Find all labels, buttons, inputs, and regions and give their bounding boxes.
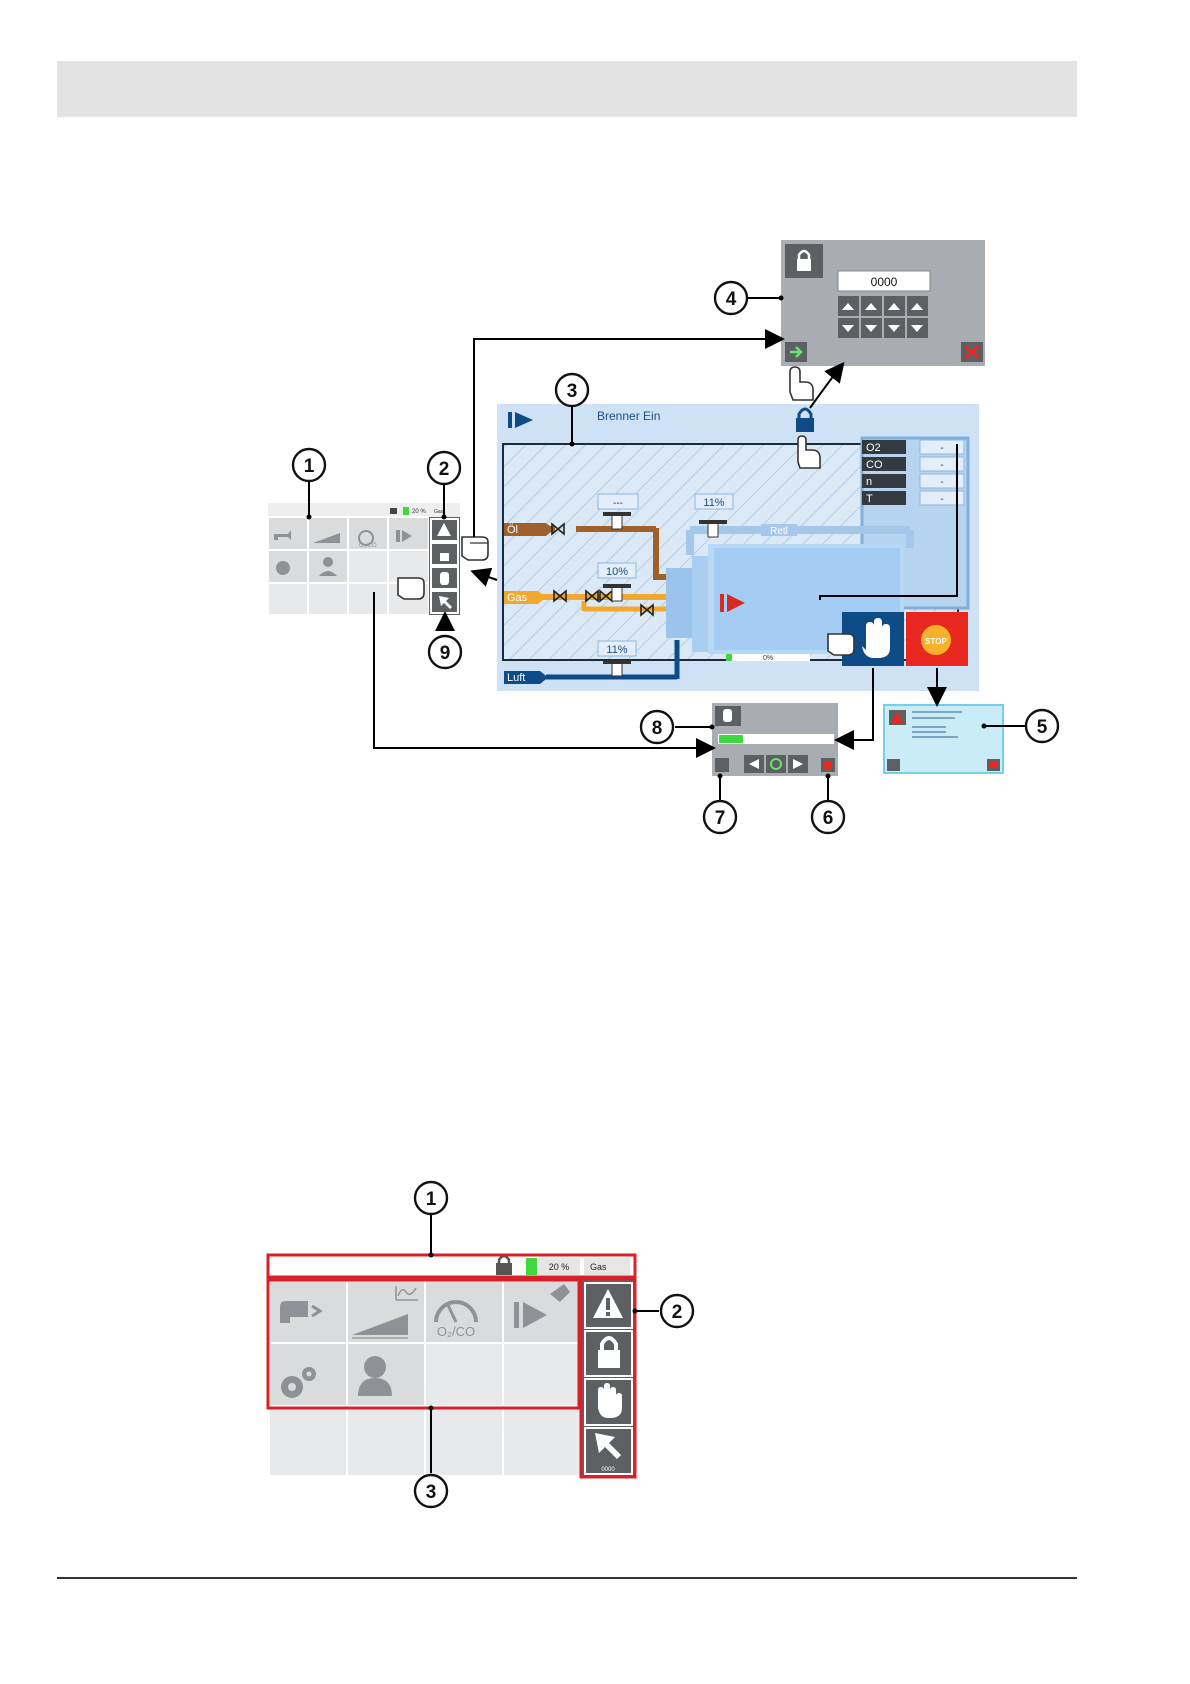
svg-text:9: 9: [440, 643, 451, 664]
callout-9: 9: [429, 636, 461, 668]
pointer-hand-icon: [828, 634, 854, 655]
svg-text:1: 1: [426, 1189, 437, 1210]
flame-percent: 0%: [763, 655, 773, 662]
large-menu-screen: [268, 1255, 635, 1477]
readout-t-value: -: [940, 494, 943, 505]
small-load-bar: [403, 507, 409, 515]
svg-text:3: 3: [426, 1482, 437, 1503]
fault-exit-icon: [887, 759, 900, 771]
small-menu-screen: [268, 503, 460, 615]
svg-text:6: 6: [823, 808, 834, 829]
pointer-hand-icon: [398, 578, 424, 599]
burner-main-screen: [497, 404, 979, 691]
code-value: 0000: [871, 275, 898, 289]
svg-text:5: 5: [1037, 717, 1048, 738]
callout-bottom-2: 2: [661, 1295, 693, 1327]
svg-text:1: 1: [304, 456, 315, 477]
callout-8: 8: [641, 711, 673, 743]
user-tile-icon: [323, 557, 333, 567]
manual-exit-icon: [715, 758, 729, 772]
user-icon: [364, 1356, 386, 1378]
svg-text:7: 7: [715, 808, 726, 829]
small-o2co-text: O₂/CO: [359, 543, 377, 549]
svg-text:8: 8: [652, 718, 663, 739]
svg-text:2: 2: [439, 459, 450, 480]
gears-tile-icon: [276, 561, 290, 575]
stop-label: STOP: [925, 637, 947, 646]
pointer-hand-icon: [790, 367, 813, 400]
manual-operation-dialog: [712, 703, 838, 776]
burner-status-text: Brenner Ein: [597, 409, 660, 423]
readout-o2-value: -: [940, 443, 943, 454]
readout-t-label: T: [866, 493, 873, 505]
return-line-label: Retl: [770, 526, 788, 537]
tile-user[interactable]: [347, 1343, 425, 1406]
small-load-text: 20 %: [412, 509, 426, 515]
callout-6: 6: [812, 801, 844, 833]
oil-valve-value: ---: [613, 498, 623, 509]
readout-n-value: -: [940, 477, 943, 488]
callout-7: 7: [704, 801, 736, 833]
large-load-text: 20 %: [549, 1262, 570, 1272]
callout-2: 2: [428, 452, 460, 484]
svg-text:4: 4: [726, 289, 737, 310]
callout-bottom-1: 1: [415, 1182, 447, 1214]
flame-bar-fill: [726, 654, 732, 661]
air-line-label: Luft: [507, 672, 525, 684]
large-lock-icon: [496, 1263, 512, 1275]
readout-o2-label: O2: [866, 442, 881, 454]
svg-text:3: 3: [567, 381, 578, 402]
power-button[interactable]: [766, 755, 786, 773]
small-lock-icon: [390, 508, 397, 514]
oil-return-value: 11%: [703, 497, 724, 509]
gas-line-label: Gas: [507, 592, 528, 604]
cursor-code: 0000: [601, 1467, 615, 1473]
large-fuel-text: Gas: [590, 1262, 607, 1272]
large-load-bar: [526, 1258, 537, 1275]
air-actuator-value: 11%: [606, 644, 627, 656]
pointer-hand-icon: [462, 537, 488, 560]
code-entry-dialog: [781, 240, 985, 366]
fault-message-dialog: [884, 705, 1003, 773]
callout-bottom-3: 3: [415, 1475, 447, 1507]
o2co-label: O₂/CO: [437, 1324, 475, 1339]
main-lock-icon: [796, 418, 814, 432]
svg-text:2: 2: [672, 1302, 683, 1323]
callout-4: 4: [715, 282, 747, 314]
readout-co-label: CO: [866, 459, 883, 471]
oil-line-label: Öl: [507, 524, 518, 536]
readout-co-value: -: [940, 460, 943, 471]
readout-n-label: n: [866, 476, 872, 488]
gas-actuator-value: 10%: [606, 566, 628, 578]
small-fuel-text: Gas: [434, 509, 444, 515]
callout-3: 3: [556, 374, 588, 406]
manual-load-bar-fill: [719, 735, 743, 743]
page-footer-rule: [57, 1577, 1077, 1579]
callout-5: 5: [1026, 710, 1058, 742]
lock-icon: [598, 1350, 620, 1368]
oil-actuator-icon: [612, 515, 622, 529]
callout-1: 1: [293, 449, 325, 481]
